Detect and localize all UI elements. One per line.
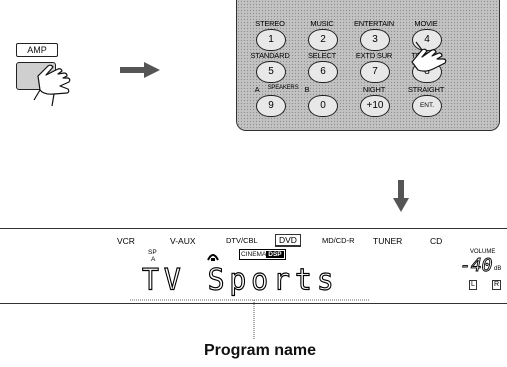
display-underline xyxy=(130,298,370,302)
source-vcr: VCR xyxy=(117,236,135,246)
sp-indicator: SP xyxy=(148,249,157,256)
source-md-cd-r: MD/CD-R xyxy=(322,236,355,245)
label-straight: STRAIGHT xyxy=(402,85,450,94)
source-cd: CD xyxy=(430,236,442,246)
pressing-hand-icon xyxy=(406,40,456,86)
right-arrow-icon xyxy=(120,62,160,78)
remote-button-6[interactable]: 6 xyxy=(308,61,338,83)
label-music: MUSIC xyxy=(298,19,346,28)
source-dvd: DVD xyxy=(275,234,301,247)
source-v-aux: V-AUX xyxy=(170,236,196,246)
remote-button-3[interactable]: 3 xyxy=(360,29,390,51)
remote-button-1[interactable]: 1 xyxy=(256,29,286,51)
remote-button-9[interactable]: 9 xyxy=(256,95,286,117)
label-standard: STANDARD xyxy=(246,51,294,60)
remote-button-2[interactable]: 2 xyxy=(308,29,338,51)
right-channel-indicator: R xyxy=(492,280,501,290)
label-speakers-a: A xyxy=(250,85,264,94)
label-speakers-b: B xyxy=(300,85,314,94)
label-movie: MOVIE xyxy=(402,19,450,28)
dsp-label: DSP xyxy=(266,251,283,258)
signal-icon xyxy=(207,252,219,262)
remote-button-7[interactable]: 7 xyxy=(360,61,390,83)
volume-value: -40 xyxy=(460,255,493,276)
remote-button-ent[interactable]: ENT. xyxy=(412,95,442,117)
label-speakers: SPEAKERS xyxy=(266,85,300,91)
left-channel-indicator: L xyxy=(469,280,477,290)
label-night: NIGHT xyxy=(350,85,398,94)
source-tuner: TUNER xyxy=(373,236,402,246)
amp-button-label: AMP xyxy=(16,43,58,57)
pointing-hand-icon xyxy=(30,62,84,110)
label-entertain: ENTERTAIN xyxy=(350,19,398,28)
leader-line xyxy=(252,300,256,340)
program-display-text: TV Sports xyxy=(142,262,339,297)
remote-button-5[interactable]: 5 xyxy=(256,61,286,83)
down-arrow-icon xyxy=(393,180,409,212)
cinema-label: CINEMA xyxy=(241,251,266,258)
label-select: SELECT xyxy=(298,51,346,60)
program-name-caption: Program name xyxy=(204,342,316,360)
source-dtv-cbl: DTV/CBL xyxy=(226,236,258,245)
remote-button-plus10[interactable]: +10 xyxy=(360,95,390,117)
label-extd-sur: EXTD SUR xyxy=(350,51,398,60)
remote-button-0[interactable]: 0 xyxy=(308,95,338,117)
label-stereo: STEREO xyxy=(246,19,294,28)
volume-unit: dB xyxy=(494,266,501,272)
